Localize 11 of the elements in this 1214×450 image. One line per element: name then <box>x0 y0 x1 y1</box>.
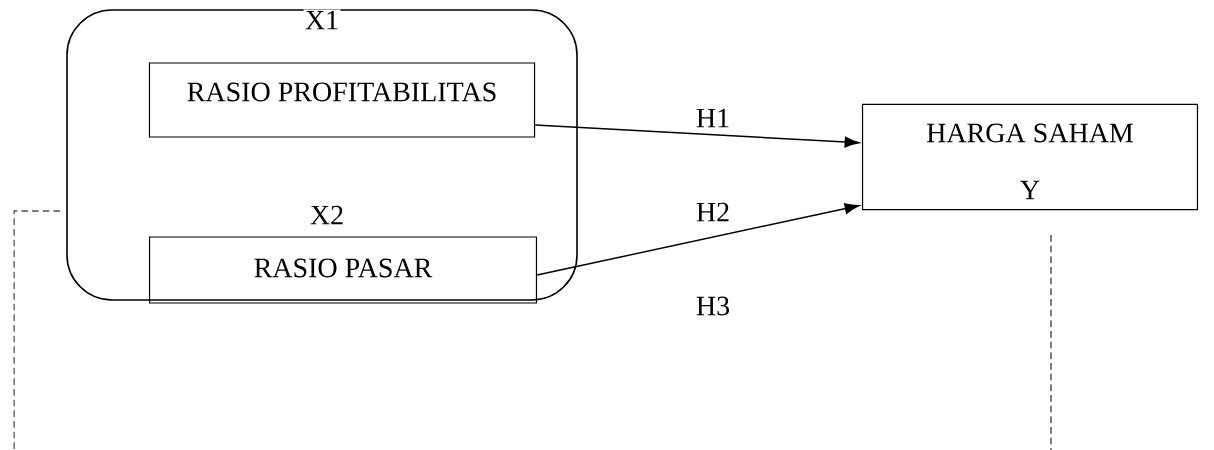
hypothesis-label: H3 <box>696 296 729 316</box>
arrow <box>536 203 860 276</box>
box-label: HARGA SAHAM <box>927 123 1133 143</box>
box-label: RASIO PASAR <box>254 258 433 278</box>
variable-label: X2 <box>310 205 343 225</box>
edge-label: H2 <box>694 201 732 223</box>
group-heading: X1 <box>303 9 341 31</box>
box-label: Y <box>1020 180 1040 200</box>
box-label: RASIO PROFITABILITAS <box>187 82 496 102</box>
edge-label: H1 <box>694 107 732 129</box>
arrow <box>534 124 860 148</box>
